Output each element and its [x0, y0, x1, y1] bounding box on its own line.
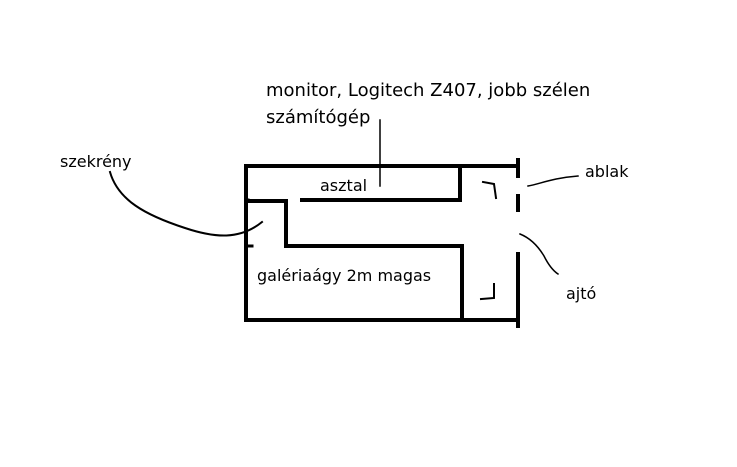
door-label: ajtó [566, 284, 597, 303]
monitor-label-line2: számítógép [266, 107, 371, 128]
window-label: ablak [585, 162, 629, 181]
wardrobe-label: szekrény [60, 152, 132, 171]
window-leader [527, 175, 579, 187]
door-swing-mark-lower [479, 283, 495, 301]
loft-bed-label: galériaágy 2m magas [257, 266, 432, 285]
desk-label: asztal [320, 176, 368, 195]
door-swing-mark-upper [481, 180, 498, 200]
door-leader [519, 233, 560, 276]
monitor-label-line1: monitor, Logitech Z407, jobb szélen [266, 80, 591, 101]
wardrobe-leader [108, 170, 264, 237]
